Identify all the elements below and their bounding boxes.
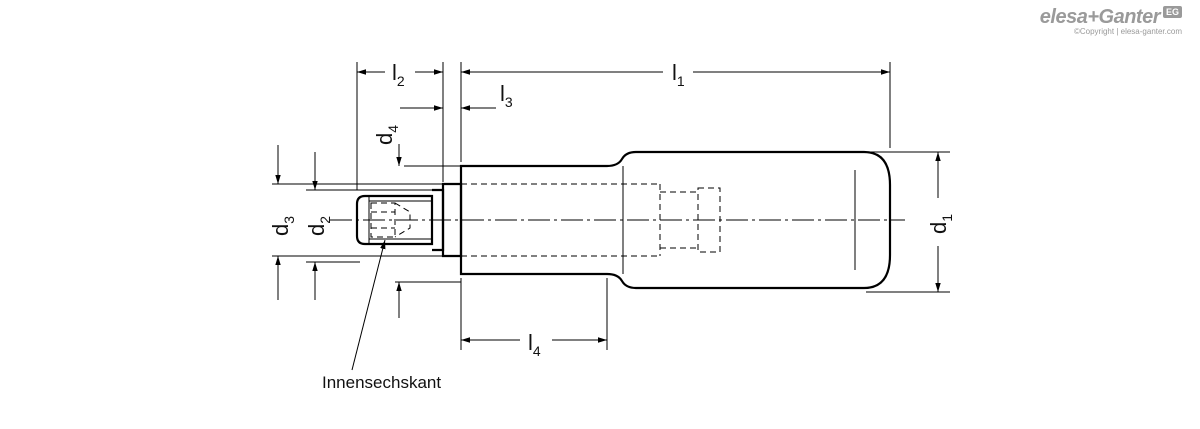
dim-label-d2: d2: [304, 216, 333, 236]
brand-badge: EG: [1162, 6, 1182, 18]
dim-label-d1: d1: [926, 214, 955, 234]
annotation-label: Innensechskant: [322, 373, 441, 392]
dim-label-d4: d4: [372, 125, 401, 145]
dim-label-l2: l2: [392, 60, 405, 89]
brand-copyright: ©Copyright | elesa-ganter.com: [1073, 27, 1182, 36]
dim-label-l1: l1: [672, 60, 685, 89]
hex-socket: [370, 202, 396, 238]
hidden-lines: [370, 183, 721, 257]
dim-label-d3: d3: [268, 216, 297, 236]
handle-body: [459, 150, 892, 290]
leader-line: [351, 239, 386, 371]
threaded-stud: [355, 194, 434, 246]
brand-name: elesa+Ganter: [1039, 6, 1161, 28]
dim-label-l3: l3: [500, 81, 513, 110]
dimension-lines: [275, 69, 941, 371]
extension-lines: [272, 62, 950, 350]
dim-label-l4: l4: [528, 330, 541, 359]
